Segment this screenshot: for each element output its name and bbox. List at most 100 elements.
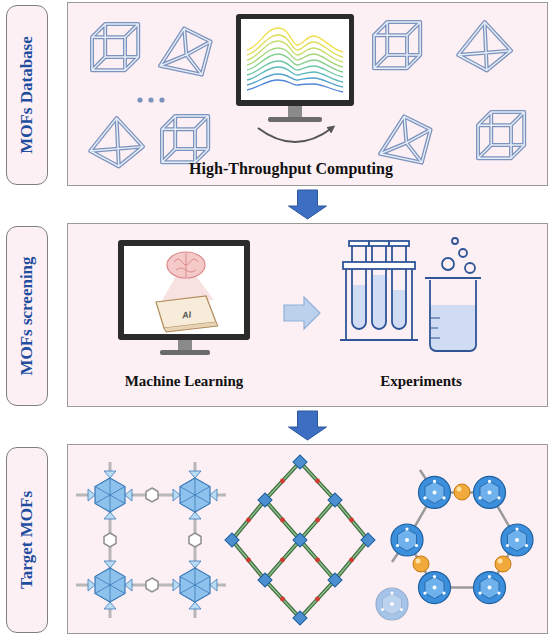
- mof-structure: [376, 588, 408, 620]
- molecule-wireframe: [160, 28, 211, 74]
- ai-monitor: [178, 340, 192, 351]
- mof-structure: [76, 462, 226, 618]
- mof-structure: [280, 597, 285, 602]
- computer-monitor: [241, 19, 349, 100]
- computer-monitor: [236, 14, 354, 122]
- molecule-wireframe: [478, 112, 524, 158]
- ai-monitor: [118, 240, 250, 340]
- surface-plot: [247, 35, 343, 57]
- beaker: [425, 238, 481, 351]
- molecule-wireframe: [380, 116, 431, 162]
- ai-monitor: [160, 350, 210, 355]
- section-tab: Target MOFs: [6, 447, 48, 633]
- computer-monitor: [288, 106, 302, 118]
- mof-structure: [419, 476, 451, 508]
- beaker: [430, 305, 476, 351]
- molecule-wireframe: [160, 28, 211, 74]
- test-tubes: [389, 241, 409, 246]
- step-label: High-Throughput Computing: [189, 160, 393, 177]
- cycle-arrow: [258, 128, 332, 142]
- mof-structure: [246, 479, 354, 602]
- test-tubes: [352, 246, 366, 329]
- test-tubes: [392, 290, 406, 329]
- mof-structure: [328, 573, 342, 587]
- section-tab: MOFs screening: [6, 226, 48, 406]
- mof-structure: [280, 518, 285, 523]
- mof-structure: [328, 493, 342, 507]
- mof-structure: [76, 462, 226, 618]
- molecule-wireframe: [92, 24, 138, 70]
- mof-structure: [349, 558, 354, 563]
- test-tubes: [392, 246, 406, 329]
- test-tubes: [349, 241, 369, 246]
- ai-monitor: [156, 296, 216, 328]
- mof-structure: [88, 561, 132, 609]
- mof-structure: [189, 533, 201, 547]
- surface-plot: [247, 28, 343, 52]
- flow-arrow: [289, 190, 327, 219]
- panel-box: MOFs DatabaseHigh-Throughput Computing: [67, 2, 548, 186]
- surface-plot: [247, 28, 343, 92]
- surface-plot: [247, 67, 343, 82]
- section-heading: MOFs screening: [17, 256, 37, 375]
- mof-structure: [232, 462, 368, 618]
- panel-box: Target MOFs: [67, 444, 548, 634]
- mof-structure: [258, 493, 272, 507]
- mof-structure: [246, 518, 251, 523]
- mof-structure: [416, 559, 421, 564]
- molecule-wireframe: [478, 112, 524, 158]
- ai-monitor: [174, 253, 198, 277]
- beaker: [425, 277, 481, 279]
- mof-structure: [454, 484, 470, 500]
- section-heading: Target MOFs: [17, 491, 37, 589]
- beaker: [459, 249, 467, 257]
- molecule-wireframe: [458, 22, 511, 70]
- molecule-wireframe: [137, 97, 142, 102]
- mof-structure: [315, 597, 320, 602]
- molecule-wireframe: [374, 22, 420, 68]
- panel-box: MOFs screeningMachine LearningExperiment…: [67, 223, 548, 407]
- mof-structure: [146, 578, 158, 592]
- mof-structure: [315, 479, 320, 484]
- cycle-arrow: [258, 128, 332, 142]
- mof-structure: [457, 487, 462, 492]
- molecule-wireframe: [380, 116, 431, 162]
- mof-structure: [293, 455, 307, 469]
- beaker: [452, 238, 458, 244]
- test-tubes: [343, 262, 415, 269]
- mof-structure: [280, 479, 285, 484]
- mof-structure: [88, 471, 132, 519]
- text-anchor: Experiments: [261, 372, 555, 390]
- test-tubes: [352, 285, 366, 329]
- molecule-wireframe: [162, 116, 208, 162]
- molecule-wireframe: [148, 97, 153, 102]
- test-tubes: [340, 241, 418, 340]
- step-label: Machine Learning: [125, 373, 244, 389]
- mof-structure: [225, 533, 239, 547]
- mof-structure: [413, 484, 511, 572]
- process-arrow: [284, 297, 320, 329]
- molecule-wireframe: [374, 22, 420, 68]
- text-anchor: Machine Learning: [24, 372, 344, 390]
- molecule-wireframe: [92, 24, 138, 70]
- mof-structure: [280, 558, 285, 563]
- molecule-wireframe: [458, 22, 511, 70]
- mof-structure: [419, 572, 451, 604]
- icon-label: AI: [181, 309, 191, 320]
- surface-plot: [247, 54, 343, 72]
- step-label: Experiments: [380, 373, 462, 389]
- mof-structure: [293, 533, 307, 547]
- ai-monitor: [160, 276, 214, 304]
- section-heading: MOFs Database: [17, 36, 37, 154]
- mof-structure: [391, 524, 423, 556]
- process-arrow: [284, 297, 320, 329]
- molecule-wireframe: [159, 97, 164, 102]
- mof-structure: [376, 470, 533, 620]
- mof-structure: [474, 476, 506, 508]
- beaker: [442, 258, 454, 270]
- ai-monitor: [118, 240, 250, 355]
- test-tubes: [372, 246, 386, 329]
- flow-arrow: [289, 411, 327, 440]
